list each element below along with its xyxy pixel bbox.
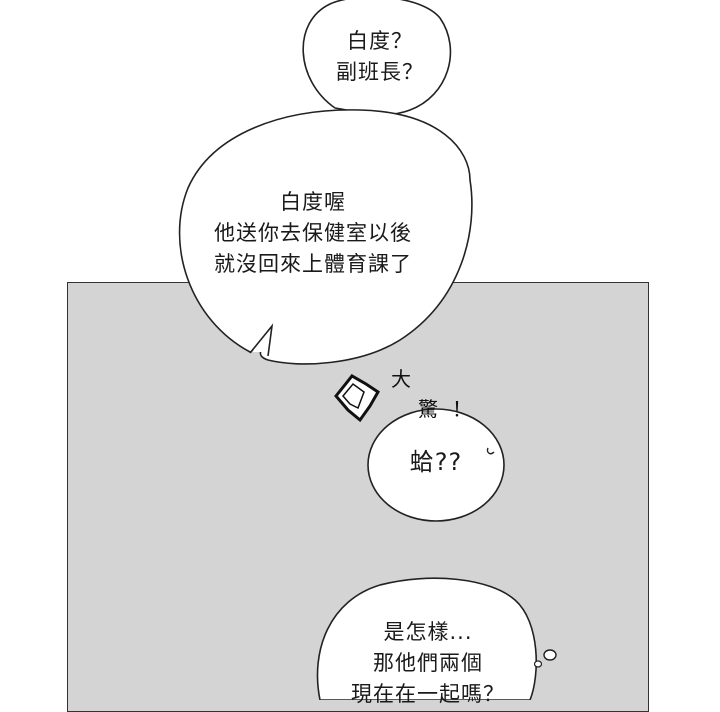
shock-burst-icon [334,374,380,423]
bubble-4-line-2: 那他們兩個 [373,651,483,675]
speech-bubble-2 [178,109,473,365]
speech-bubble-4 [316,577,538,700]
bubble-4-text: 是怎樣... 那他們兩個 現在在一起嗎？ [348,617,508,710]
speech-bubble-2-tail [252,328,272,352]
bubble-4-line-1: 是怎樣... [383,620,473,644]
bubble-3-thought-mark [486,447,495,455]
shock-burst-inner [342,382,365,410]
bubble-3-line-1: 蛤?? [409,448,463,476]
thought-dot-large [543,649,557,661]
bubble-2-line-2: 他送你去保健室以後 [214,221,412,245]
bubble-4-line-3: 現在在一起嗎？ [351,682,505,706]
sfx-exclamation: ！ [452,397,472,421]
speech-bubble-3 [367,408,505,522]
bubble-2-line-1: 白度喔 [280,190,346,214]
bubble-1-line-2: 副班長？ [336,60,424,84]
bubble-2-line-3: 就沒回來上體育課了 [214,252,412,276]
bubble-3-text: 蛤?? [396,447,476,478]
bubble-1-line-1: 白度？ [347,29,413,53]
thought-dot-small [533,660,543,668]
sfx-char-1: 大 [391,367,411,391]
bubble-2-text: 白度喔 他送你去保健室以後 就沒回來上體育課了 [190,187,436,280]
speech-bubble-2-tail-outline [249,323,274,357]
sfx-char-2: 驚 [418,397,438,421]
bubble-1-text: 白度？ 副班長？ [320,26,440,88]
